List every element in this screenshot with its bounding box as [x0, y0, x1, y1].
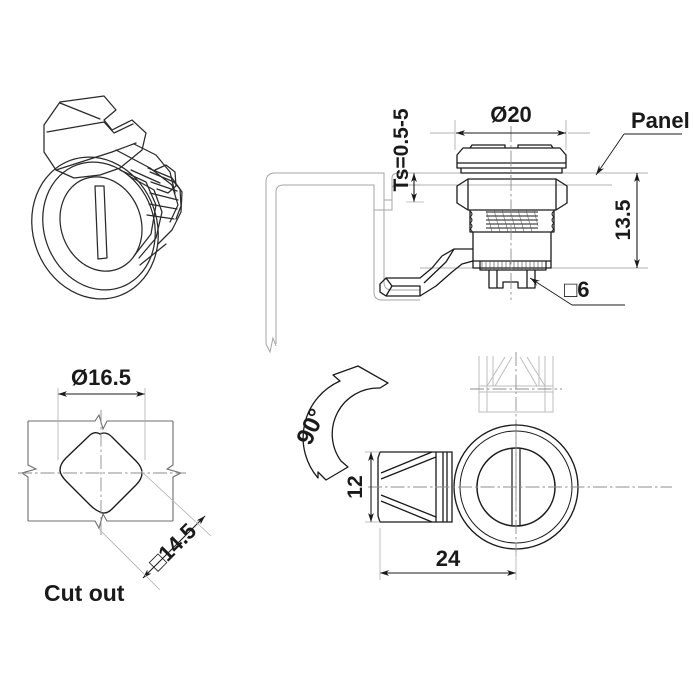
handle-wing-lowedge	[55, 142, 137, 171]
lock-thread-ridge-4	[148, 203, 178, 210]
label-bezel-diameter: Ø20	[490, 102, 532, 127]
cam-body-chamfer-top2	[380, 456, 437, 480]
handle-wing-fold	[46, 121, 105, 133]
label-cutout-diameter: Ø16.5	[71, 365, 131, 390]
cam-length-dimension	[379, 528, 517, 580]
bezel-mid-ring	[42, 161, 156, 291]
cam-thickness-dimension	[365, 451, 380, 523]
rotation-arrow-90	[302, 365, 389, 481]
bezel-slot	[94, 185, 108, 260]
knurled-washer	[479, 261, 547, 271]
handle-wing-fold2	[59, 102, 101, 120]
bezel-cap-underlip	[460, 168, 563, 174]
handle-wing-inner	[103, 121, 134, 134]
cutout-square-dimension	[97, 470, 212, 591]
square-drive-leader	[529, 277, 625, 306]
side-view-extension-lines	[420, 120, 648, 269]
label-panel-thickness: Ts=0.5-5	[390, 108, 413, 191]
cam-arm-inner-edge	[423, 248, 455, 284]
side-view-dimensions	[406, 130, 640, 268]
square-drive-boss	[488, 270, 536, 289]
thread-hatching	[469, 209, 555, 233]
bezel-cap-topface2	[517, 144, 554, 149]
lock-body-right-face	[147, 167, 183, 245]
lock-thread-ridge-1	[149, 171, 175, 183]
panel-profile-outline	[265, 172, 420, 354]
cutout-center-lines	[18, 410, 186, 535]
panel-profile-outer	[265, 172, 420, 344]
bezel-body-seam2	[119, 169, 157, 257]
bezel-side-wall-bot	[139, 243, 167, 266]
lock-nut-small	[154, 164, 177, 194]
panel-profile-inner	[275, 184, 420, 344]
cutout-panel-outline	[20, 413, 183, 530]
bezel-body-seam	[128, 175, 163, 259]
cutout-diameter-dimension	[57, 388, 146, 460]
panel-leader	[595, 133, 682, 176]
bezel-cap-outline	[456, 147, 567, 169]
lower-housing-outline	[472, 232, 552, 269]
lock-body-neck	[115, 149, 179, 223]
cam-body-chamfer-bot2	[380, 494, 437, 518]
hex-nut-outline	[456, 178, 568, 211]
cam-arm-tip-face2	[385, 285, 393, 297]
cam-body-chamfer-bot	[380, 500, 433, 523]
side-elevation-view	[379, 144, 568, 297]
label-cam-thickness: 12	[344, 475, 367, 498]
label-panel: Panel	[631, 108, 690, 133]
panel-profile-down	[373, 210, 420, 301]
panel-profile-down2	[383, 200, 420, 291]
lock-thread-ridge-3	[149, 192, 179, 201]
label-square-drive: □6	[564, 277, 590, 302]
cutout-hole-shape	[59, 432, 143, 514]
panel-break-symbol	[265, 336, 277, 354]
cam-plan-center-lines	[368, 430, 672, 560]
cam-arm-outline	[379, 248, 474, 297]
label-cut-out-caption: Cut out	[44, 580, 125, 606]
lock-thread-cap	[173, 181, 182, 220]
label-grip-height: 13.5	[612, 199, 635, 240]
bezel-outer-ring	[31, 156, 159, 300]
bezel-side-wall-top	[130, 169, 161, 184]
rotation-arrow-shape	[302, 365, 389, 481]
threaded-barrel-outline	[469, 210, 555, 233]
label-cutout-square: □14.5	[144, 518, 201, 575]
isometric-product-view	[31, 95, 183, 300]
cam-arm-tip-face	[385, 277, 421, 296]
lock-body-upper	[133, 143, 176, 194]
bezel-cap-topface	[469, 144, 506, 149]
bezel-face-ring	[59, 176, 143, 272]
panel-cutout-view	[18, 388, 212, 591]
label-cam-length: 24	[436, 546, 461, 571]
cam-body-chamfer-top	[380, 451, 433, 474]
